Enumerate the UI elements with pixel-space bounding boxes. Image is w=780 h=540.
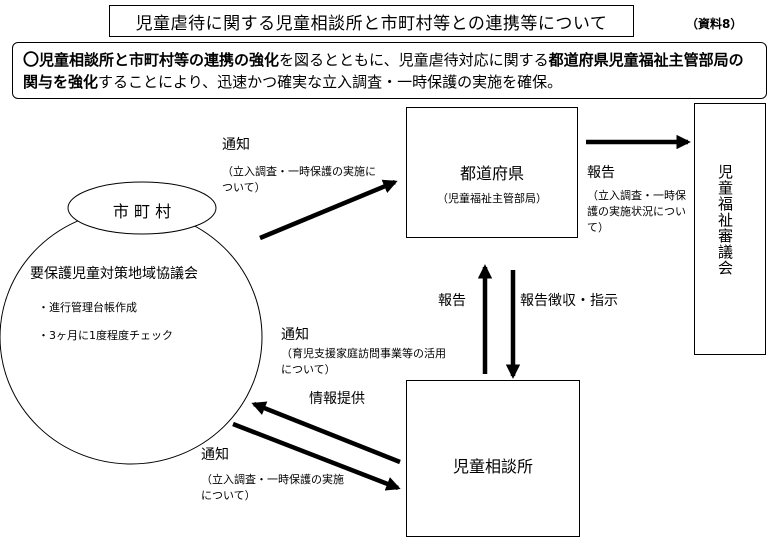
page-title-text: 児童虐待に関する児童相談所と市町村等との連携等について (135, 13, 608, 34)
sublabel-muni-to-center: （立入調査・一時保護の実施について） (201, 473, 344, 502)
council-name: 要保護児童対策地域協議会 (30, 266, 198, 282)
label-center-to-prefecture: 報告 (438, 293, 466, 309)
municipality-name: 市 町 村 (112, 202, 172, 221)
prefecture-name: 都道府県 (459, 164, 524, 183)
summary-mark: 〇 (23, 50, 40, 69)
sublabel-muni-to-prefecture: （立入調査・一時保護の実施について） (222, 165, 376, 194)
welfare-council-name: 児童福祉審議会 (716, 164, 734, 276)
arrow-municipality-to-center (232, 421, 401, 491)
municipality-oval (67, 181, 217, 235)
label-prefecture-to-center: 報告徴収・指示 (520, 293, 618, 309)
label-muni-to-center: 通知 (201, 447, 229, 463)
page-title: 児童虐待に関する児童相談所と市町村等との連携等について (109, 5, 634, 37)
prefecture-subname: （児童福祉主管部局） (437, 192, 547, 205)
summary-part1: 児童相談所と市町村等の連携の強化 (39, 51, 280, 69)
child-guidance-center-name: 児童相談所 (452, 457, 533, 476)
welfare-council-box: 児童福祉審議会 (694, 103, 766, 355)
summary-part3: 都道府県児童福祉主管部局の関与を強化 (23, 51, 744, 91)
summary-box: 〇児童相談所と市町村等の連携の強化を図るとともに、児童虐待対応に関する都道府県児… (12, 42, 767, 99)
sublabel-prefecture-to-council: （立入調査・一時保護の実施状況について） (587, 189, 686, 234)
label-prefecture-to-council: 報告 (587, 165, 615, 181)
prefecture-box: 都道府県 （児童福祉主管部局） (406, 107, 578, 238)
label-muni-to-prefecture: 通知 (222, 137, 250, 153)
label-center-to-muni-notice: 通知 (281, 327, 309, 343)
child-guidance-center-box: 児童相談所 (406, 380, 580, 537)
document-reference: （資料8） (686, 17, 743, 31)
sublabel-center-to-muni-notice: （育児支援家庭訪問事業等の活用について） (281, 347, 446, 376)
arrow-center-to-municipality (251, 401, 401, 465)
bullet-check: ・3ヶ月に1度程度チェック (38, 329, 173, 342)
bullet-ledger: ・進行管理台帳作成 (38, 301, 137, 314)
summary-part4: することにより、迅速かつ確実な立入調査・一時保護の実施を確保。 (98, 73, 563, 91)
summary-part2: を図るとともに、児童虐待対応に関する (279, 51, 549, 69)
label-center-to-muni-info: 情報提供 (309, 391, 365, 407)
arrow-muni-to-prefecture (259, 179, 398, 241)
